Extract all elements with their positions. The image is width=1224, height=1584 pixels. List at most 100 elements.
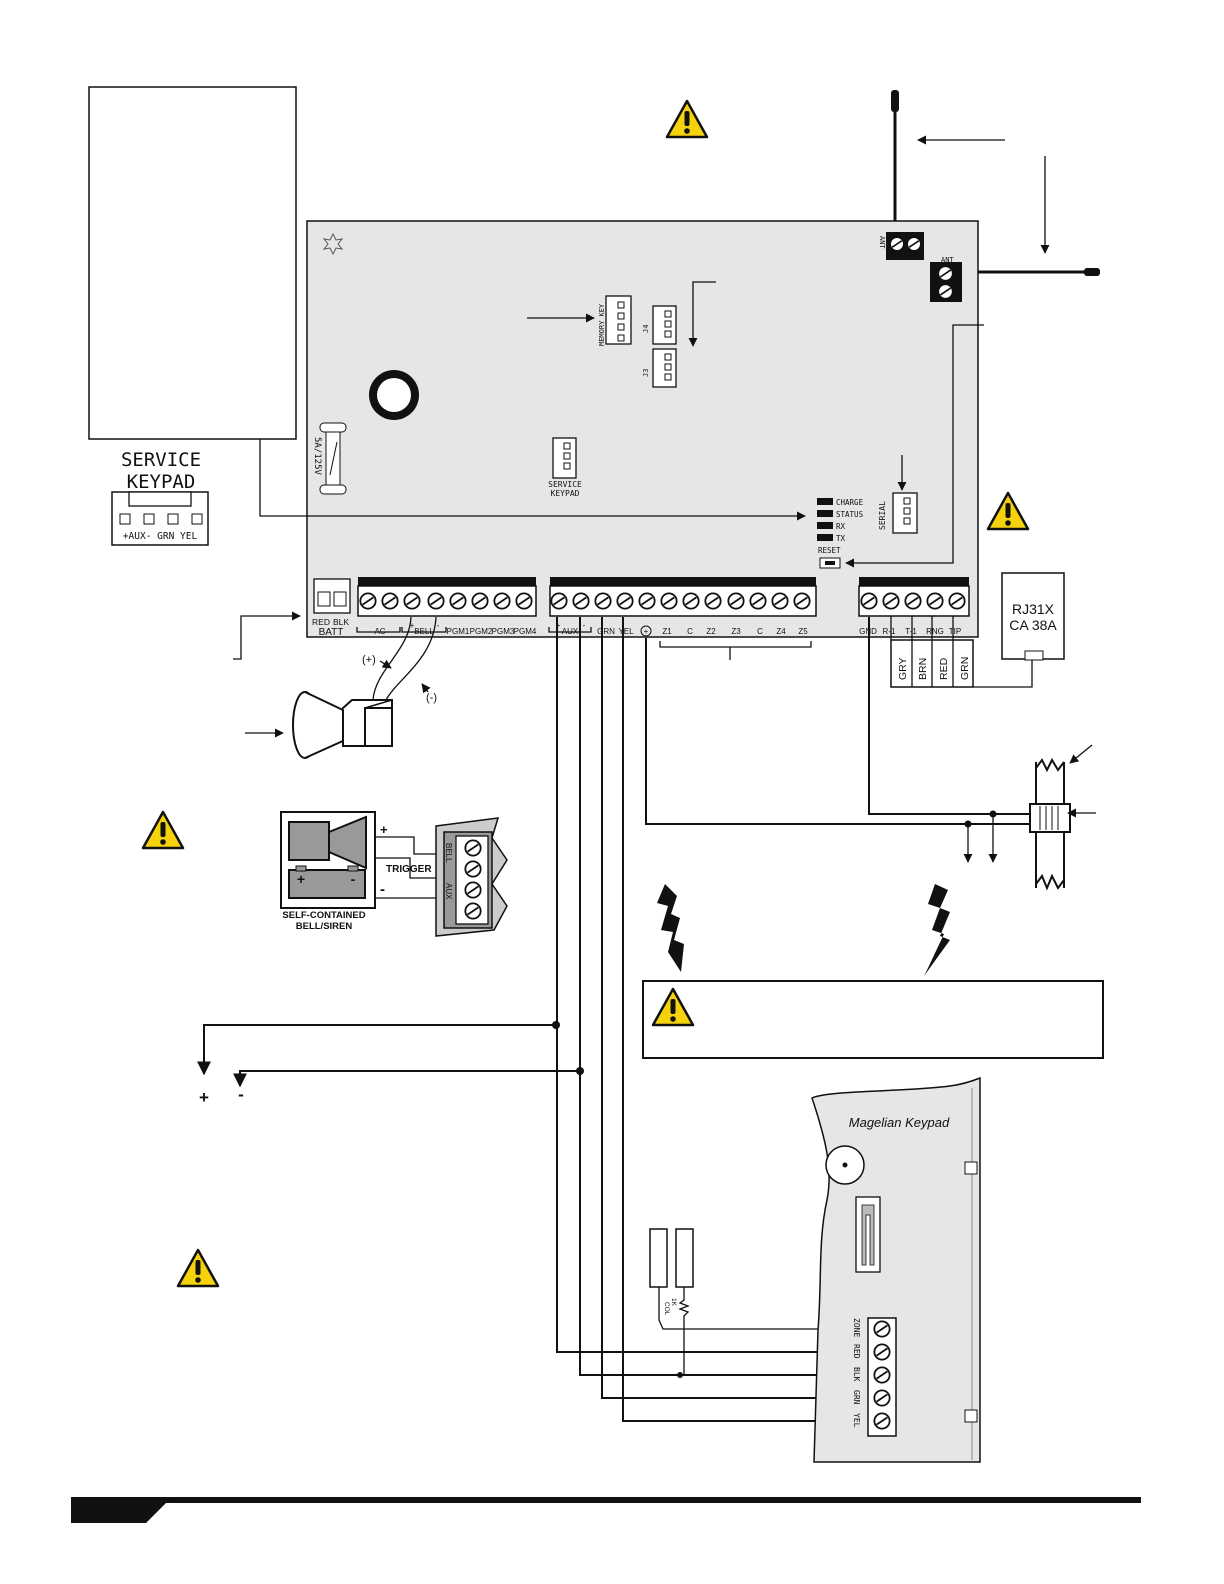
arrow-battery [233, 611, 301, 660]
svg-text:ANT: ANT [941, 256, 954, 264]
antenna-horizontal [962, 268, 1100, 276]
terminal-screw [616, 592, 634, 610]
service-keypad-connector: +AUX- GRN YEL [111, 491, 209, 546]
terminal-screw [882, 592, 900, 610]
terminal-screw [449, 592, 467, 610]
j3-connector: J3 [642, 348, 677, 388]
svg-text:GRY: GRY [897, 657, 909, 680]
zone-bracket [659, 641, 812, 648]
board-service-keypad-connector: SERVICE KEYPAD [548, 437, 582, 498]
siren-wire-plus [375, 836, 445, 855]
svg-text:J3: J3 [642, 369, 650, 377]
terminal-closeup: BELL AUX [435, 817, 508, 937]
ant-terminal-2: ANT [930, 256, 962, 302]
service-keypad-pins: +AUX- GRN YEL [123, 531, 198, 542]
keypad-terminal-blk: BLK [852, 1367, 861, 1382]
note-box [88, 86, 297, 440]
fuse: 5A/125V [312, 422, 347, 495]
terminal-screw [904, 592, 922, 610]
svg-text:Z1: Z1 [662, 627, 672, 636]
self-contained-siren: + - SELF-CONTAINED BELL/SIREN [280, 811, 376, 932]
bus-wire-yel [622, 617, 848, 1422]
svg-text:BLK: BLK [333, 617, 349, 627]
serial-connector: SERIAL [878, 492, 918, 534]
rj31x-wire-colors: GRY BRN RED GRN [890, 639, 974, 688]
terminal-screw [471, 592, 489, 610]
rj31x-jack: RJ31X CA 38A [1001, 572, 1065, 661]
lightning-icon [924, 884, 950, 976]
terminal-screw [727, 592, 745, 610]
door-contact: 1K COL [649, 1228, 848, 1378]
terminal-screw [860, 592, 878, 610]
magelian-keypad: Magelian Keypad ZONE RED BLK GRN YEL [811, 1076, 981, 1463]
svg-text:C: C [757, 627, 763, 636]
terminal-screw [515, 592, 533, 610]
lightning-icon [657, 884, 684, 972]
ground-pipe [1029, 757, 1071, 891]
arrow-j4 [688, 281, 716, 347]
ant-terminal-1: ANT [878, 232, 924, 260]
keypad-title: Magelian Keypad [849, 1115, 950, 1130]
svg-text:BRN: BRN [917, 658, 929, 680]
earth-wire [645, 638, 1030, 825]
gnd-wire [868, 617, 1030, 815]
warning-icon [665, 99, 709, 139]
memory-key-connector: MEMORY KEY [598, 295, 632, 346]
batt-label: BATT [319, 627, 344, 638]
terminal-screw [493, 592, 511, 610]
svg-text:Z3: Z3 [731, 627, 741, 636]
control-panel-board [306, 220, 979, 638]
svg-text:+: + [644, 627, 649, 636]
bell-wire-minus [384, 616, 437, 703]
bell-plus-label: (+) [362, 654, 376, 666]
aux-minus-wire [233, 1070, 580, 1088]
aux-plus-wire [197, 1024, 556, 1076]
terminal-ac: AC [374, 627, 385, 636]
svg-text:SELF-CONTAINED: SELF-CONTAINED [282, 910, 365, 921]
led-charge: CHARGE [836, 498, 864, 507]
svg-text:COL: COL [663, 1302, 670, 1316]
terminal-screw [793, 592, 811, 610]
service-keypad-title-line1: SERVICE [121, 449, 201, 471]
status-leds: CHARGE STATUS RX TX [817, 498, 864, 543]
svg-text:PGM1: PGM1 [447, 627, 470, 636]
svg-text:CA 38A: CA 38A [1009, 617, 1057, 633]
svg-text:Z5: Z5 [798, 627, 808, 636]
keypad-terminal-red: RED [852, 1344, 861, 1359]
warning-icon [986, 491, 1030, 531]
siren-horn [292, 691, 393, 759]
terminal-screw [594, 592, 612, 610]
svg-text:-: - [583, 621, 586, 630]
keypad-terminal-yel: YEL [852, 1413, 861, 1428]
svg-text:ANT: ANT [878, 236, 886, 249]
terminal-labels: AC + BELL - PGM1 PGM2 PGM3 PGM4 + AUX - … [356, 621, 961, 637]
svg-text:+: + [297, 871, 305, 887]
bell-wire-plus [372, 616, 412, 701]
svg-text:RJ31X: RJ31X [1012, 601, 1055, 617]
terminal-screw [359, 592, 377, 610]
svg-text:+: + [556, 621, 561, 630]
page-footer-bar [71, 1497, 1141, 1523]
fuse-label: 5A/125V [312, 437, 322, 476]
svg-text:AUX: AUX [444, 883, 453, 900]
terminal-screw [550, 592, 568, 610]
aux-minus-label: - [238, 1085, 244, 1104]
antenna-vertical [891, 90, 899, 232]
aux-plus-label: + [199, 1088, 209, 1107]
svg-text:RED: RED [938, 657, 950, 680]
warning-icon [141, 810, 185, 850]
svg-text:RED: RED [312, 617, 330, 627]
svg-text:RNG: RNG [926, 627, 944, 636]
svg-text:J4: J4 [642, 325, 650, 333]
arrow-led-callout [259, 439, 806, 521]
memory-key-label: MEMORY KEY [598, 303, 606, 346]
maple-leaf-icon [322, 232, 344, 256]
svg-text:BELL: BELL [444, 843, 453, 863]
terminal-screw [948, 592, 966, 610]
led-tx: TX [836, 534, 846, 543]
terminal-screw [572, 592, 590, 610]
reset-label: RESET [818, 546, 841, 555]
terminal-screw [771, 592, 789, 610]
svg-text:GRN: GRN [597, 627, 615, 636]
